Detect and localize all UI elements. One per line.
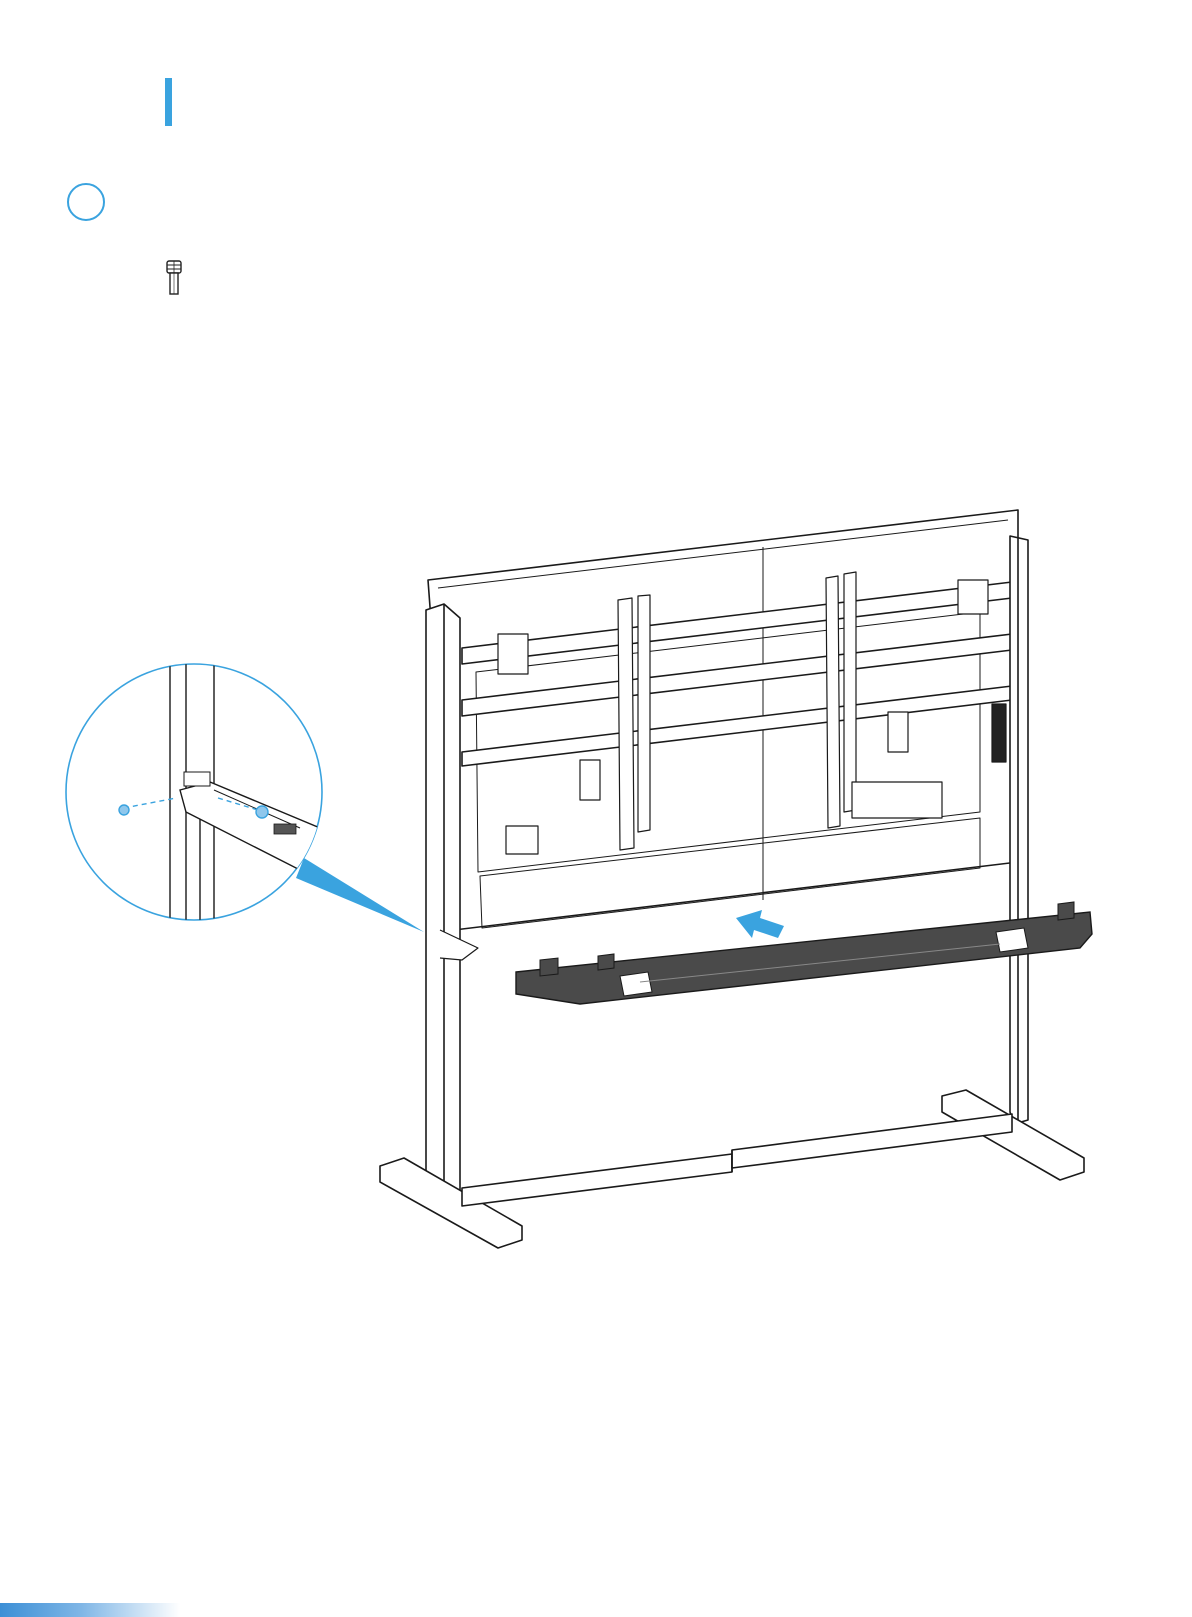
bolt-icon [119, 805, 129, 815]
callout-connector [296, 858, 424, 932]
footer-accent-strip [0, 1603, 180, 1617]
cable-tray [516, 902, 1092, 1004]
bottom-crossbar [462, 1114, 1012, 1206]
right-upright [1010, 536, 1028, 1124]
arrow-icon [736, 910, 784, 938]
zoom-detail-circle [66, 660, 322, 930]
bolt-icon [256, 806, 268, 818]
